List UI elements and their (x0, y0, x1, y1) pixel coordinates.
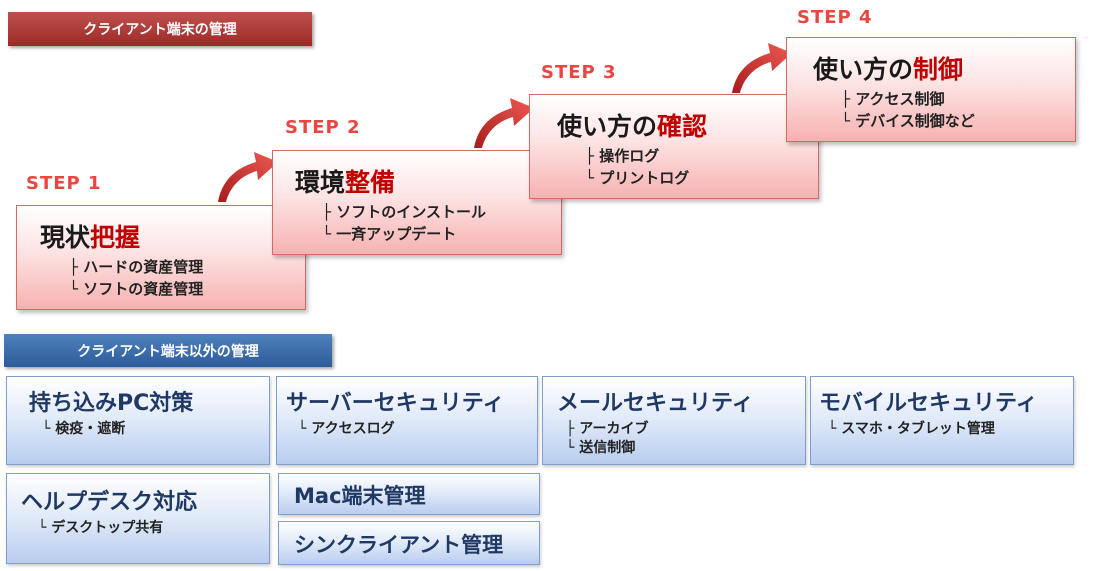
thin-client-box: シンクライアント管理 (278, 521, 540, 565)
step3-box: 使い方の確認 ├ 操作ログ └ プリントログ (529, 94, 819, 199)
mobile-security-box: モバイルセキュリティ └ スマホ・タブレット管理 (810, 376, 1074, 465)
mac-management-box: Mac端末管理 (278, 473, 540, 515)
server-security-item: └ アクセスログ (298, 421, 395, 437)
helpdesk-box: ヘルプデスク対応 └ デスクトップ共有 (6, 473, 270, 564)
helpdesk-title: ヘルプデスク対応 (21, 490, 198, 515)
step3-item: └ プリントログ (585, 169, 690, 187)
helpdesk-item: └ デスクトップ共有 (38, 520, 164, 536)
step4-item: └ デバイス制御など (841, 112, 975, 130)
mobile-security-item: └ スマホ・タブレット管理 (828, 421, 995, 437)
byod-pc-box: 持ち込みPC対策 └ 検疫・遮断 (6, 376, 270, 465)
step2-title: 環境整備 (295, 168, 396, 197)
step1-item: └ ソフトの資産管理 (69, 280, 204, 298)
arrow-step1-to-step2-icon (218, 152, 278, 202)
step4-item: ├ アクセス制御 (841, 90, 945, 108)
step3-title: 使い方の確認 (557, 112, 708, 141)
step2-item: └ 一斉アップデート (322, 225, 457, 243)
step3-label: STEP 3 (541, 62, 617, 83)
mail-security-item: ├ アーカイブ (566, 421, 649, 437)
server-security-box: サーバーセキュリティ └ アクセスログ (276, 376, 538, 465)
step4-title: 使い方の制御 (813, 55, 964, 84)
mobile-security-title: モバイルセキュリティ (819, 391, 1038, 416)
server-security-title: サーバーセキュリティ (286, 391, 505, 416)
step2-label: STEP 2 (285, 117, 361, 138)
mac-management-title: Mac端末管理 (294, 484, 426, 508)
step1-item: ├ ハードの資産管理 (69, 258, 204, 276)
mail-security-title: メールセキュリティ (557, 391, 754, 416)
arrow-step3-to-step4-icon (732, 43, 792, 93)
thin-client-title: シンクライアント管理 (294, 533, 504, 557)
step4-box: 使い方の制御 ├ アクセス制御 └ デバイス制御など (786, 37, 1076, 142)
mail-security-box: メールセキュリティ ├ アーカイブ └ 送信制御 (542, 376, 806, 465)
step2-box: 環境整備 ├ ソフトのインストール └ 一斉アップデート (272, 150, 562, 255)
step1-label: STEP 1 (26, 173, 102, 194)
step1-title: 現状把握 (40, 223, 141, 252)
other-management-header: クライアント端末以外の管理 (4, 334, 332, 367)
arrow-step2-to-step3-icon (474, 98, 534, 148)
step2-item: ├ ソフトのインストール (322, 203, 486, 221)
mail-security-item: └ 送信制御 (566, 440, 636, 456)
step1-box: 現状把握 ├ ハードの資産管理 └ ソフトの資産管理 (16, 205, 306, 310)
step4-label: STEP 4 (797, 7, 873, 28)
client-management-header: クライアント端末の管理 (8, 12, 312, 46)
step3-item: ├ 操作ログ (585, 147, 660, 165)
byod-pc-item: └ 検疫・遮断 (42, 421, 126, 437)
byod-pc-title: 持ち込みPC対策 (29, 391, 194, 416)
